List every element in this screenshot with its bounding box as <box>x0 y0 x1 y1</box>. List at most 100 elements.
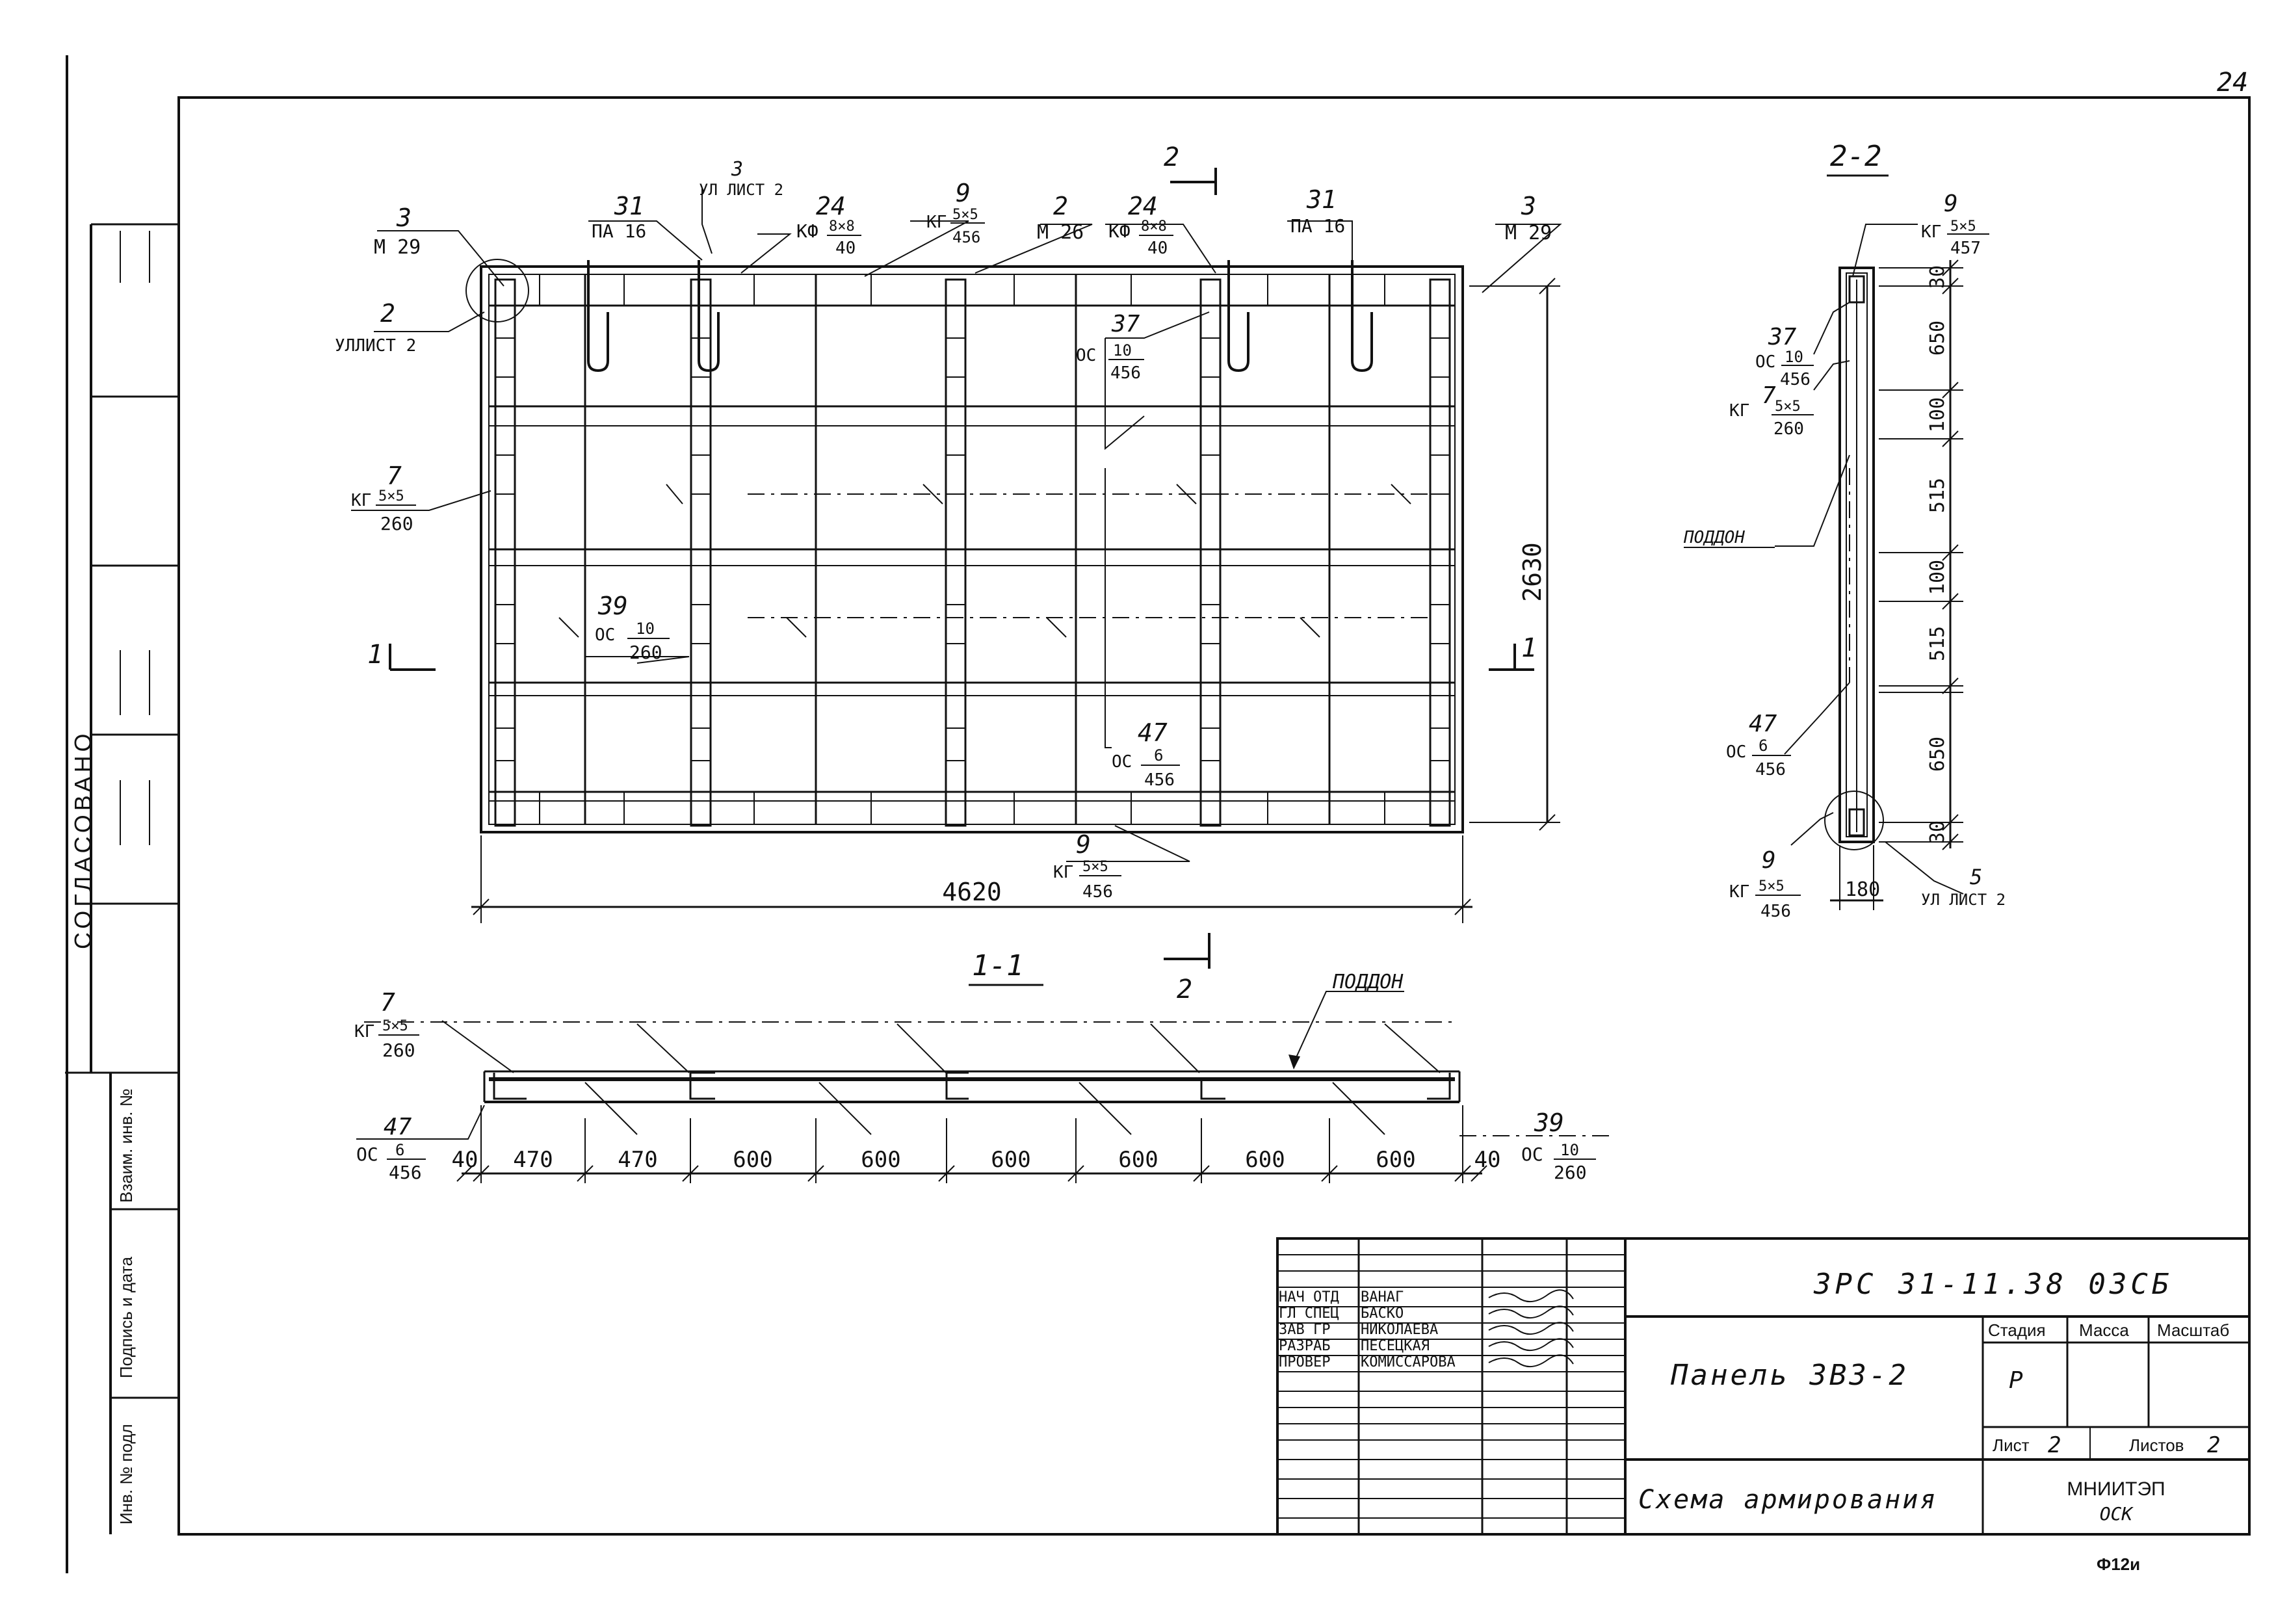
callout-grade: М 29 <box>1505 222 1552 244</box>
title-product: Панель 3В3-2 <box>1670 1359 1909 1392</box>
callout-frac-bottom: 40 <box>1147 239 1168 258</box>
callout-frac-top: 5×5 <box>378 488 404 504</box>
section-11-dim: 600 <box>1245 1147 1285 1173</box>
drawing-frame <box>177 96 2251 1536</box>
callout-frac-top: 5×5 <box>382 1018 408 1034</box>
stage-value: Р <box>2009 1367 2023 1394</box>
callout-grade: ПА 16 <box>592 220 646 242</box>
callout-num: 9 <box>1762 847 1776 874</box>
section-1-1-title: 1-1 <box>972 949 1023 982</box>
callout-frac-bottom: 456 <box>1110 363 1141 383</box>
side-stamp-inv-original: Инв. № подл <box>116 1424 136 1525</box>
callout-frac-top: 8×8 <box>829 218 855 235</box>
section-22-dim: 650 <box>1926 737 1949 772</box>
section-11-dim: 600 <box>733 1147 772 1173</box>
callout-num: 2 <box>1053 192 1068 220</box>
role-title: ГЛ СПЕЦ <box>1279 1305 1339 1322</box>
section-1-mark-left: 1 <box>367 640 383 670</box>
section-22-pallet: ПОДДОН <box>1683 528 1745 547</box>
sheets-value: 2 <box>2207 1432 2220 1458</box>
callout-num: 9 <box>1944 190 1958 217</box>
role-title: ЗАВ ГР <box>1279 1322 1330 1338</box>
section-11-dim: 600 <box>1376 1147 1415 1173</box>
plan-callouts: 3 М 29 2 УЛЛИСТ 2 31 ПА 16 3 УЛ ЛИСТ 2 2… <box>335 158 1552 902</box>
section-22-callouts: 9 КГ 5×5 457 37 ОС 10 456 7 КГ 5×5 260 П… <box>1683 190 2006 921</box>
mass-label: Масса <box>2079 1320 2129 1340</box>
callout-grade: ОС <box>595 625 615 645</box>
section-marks: 1 1 2 2 1-1 2-2 <box>367 140 1889 1004</box>
role-title: НАЧ ОТД <box>1279 1289 1339 1305</box>
callout-grade: ОС <box>1755 352 1775 372</box>
sheets-label: Листов <box>2129 1435 2184 1455</box>
callout-grade: КГ <box>1921 222 1941 242</box>
callout-frac-bottom: 260 <box>629 642 662 663</box>
callout-num: 47 <box>1138 718 1168 747</box>
callout-grade: КФ <box>796 220 818 242</box>
callout-grade: КГ <box>351 491 371 510</box>
role-name: НИКОЛАЕВА <box>1361 1322 1438 1338</box>
callout-num: 37 <box>1768 324 1797 350</box>
callout-frac-bottom: 456 <box>1760 902 1791 921</box>
org-line-2: ОСК <box>2100 1503 2134 1525</box>
callout-grade: КГ <box>926 213 947 232</box>
callout-frac-top: 5×5 <box>952 207 978 223</box>
callout-num: 9 <box>956 179 971 207</box>
section-22-dim: 650 <box>1926 321 1949 356</box>
title-code: 3РС 31-11.38 03СБ <box>1813 1268 2173 1301</box>
plan-dim-width: 4620 <box>942 878 1002 906</box>
sheet-number: 24 <box>2217 68 2248 98</box>
callout-grade: УЛ ЛИСТ 2 <box>699 181 783 199</box>
plan-dim-height: 2630 <box>1518 542 1547 602</box>
title-block: НАЧ ОТД ВАНАГ ГЛ СПЕЦ БАСКО ЗАВ ГР НИКОЛАЕВА Р… <box>1276 1237 2251 1536</box>
callout-grade: КГ <box>1729 401 1749 421</box>
callout-grade: КФ <box>1108 220 1131 242</box>
section-11-dim: 470 <box>513 1147 553 1173</box>
section-22-dim: 100 <box>1926 397 1949 432</box>
callout-frac-bottom: 456 <box>1082 882 1113 902</box>
callout-grade: УЛЛИСТ 2 <box>335 336 416 356</box>
side-stamp-inv-replace: Взаим. инв. № <box>116 1088 136 1203</box>
section-22-width: 180 <box>1845 878 1880 901</box>
callout-frac-bottom: 456 <box>1144 770 1175 790</box>
stage-label: Стадия <box>1988 1320 2046 1340</box>
section-11-dim: 470 <box>618 1147 657 1173</box>
side-stamp: СОГЛАСОВАНО Взаим. инв. № Подпись и дата… <box>65 223 179 1534</box>
callout-grade: ПА 16 <box>1290 215 1345 237</box>
role-name: КОМИССАРОВА <box>1361 1354 1456 1370</box>
callout-num: 2 <box>380 299 395 328</box>
callout-frac-bottom: 40 <box>835 239 856 258</box>
callout-frac-bottom: 456 <box>1755 760 1786 779</box>
role-name: БАСКО <box>1361 1305 1404 1322</box>
callout-num: 5 <box>1970 865 1982 889</box>
role-title: РАЗРАБ <box>1279 1338 1330 1354</box>
callout-num: 31 <box>614 192 644 220</box>
section-1-mark-right: 1 <box>1521 633 1537 663</box>
section-11-pallet: ПОДДОН <box>1332 971 1404 993</box>
callout-grade: КГ <box>1729 882 1749 902</box>
callout-num: 47 <box>384 1114 412 1140</box>
callout-num: 3 <box>1521 192 1536 220</box>
role-name: ПЕСЕЦКАЯ <box>1361 1338 1430 1354</box>
callout-frac-bottom: 260 <box>382 1040 415 1061</box>
section-11-dim: 600 <box>991 1147 1030 1173</box>
signature <box>1488 1322 1574 1335</box>
callout-num: 24 <box>1128 192 1158 220</box>
section-22-dim: 515 <box>1926 478 1949 513</box>
section-22-dim: 30 <box>1926 265 1949 289</box>
section-22-dim: 100 <box>1926 560 1949 595</box>
role-title: ПРОВЕР <box>1279 1354 1330 1370</box>
section-2-2-title: 2-2 <box>1830 140 1881 173</box>
callout-frac-top: 6 <box>1759 737 1768 755</box>
callout-frac-bottom: 456 <box>389 1162 422 1183</box>
callout-frac-top: 5×5 <box>1759 878 1785 895</box>
side-stamp-signature-date: Подпись и дата <box>116 1256 136 1378</box>
callout-frac-bottom: 457 <box>1950 239 1981 258</box>
callout-grade: ОС <box>1726 742 1746 762</box>
sheet-value: 2 <box>2048 1432 2061 1458</box>
callout-grade: КГ <box>1053 863 1073 882</box>
role-name: ВАНАГ <box>1361 1289 1404 1305</box>
callout-grade: ОС <box>1076 346 1096 365</box>
panel-plan-view: 2630 4620 <box>351 189 1562 923</box>
callout-num: 7 <box>1762 382 1776 409</box>
